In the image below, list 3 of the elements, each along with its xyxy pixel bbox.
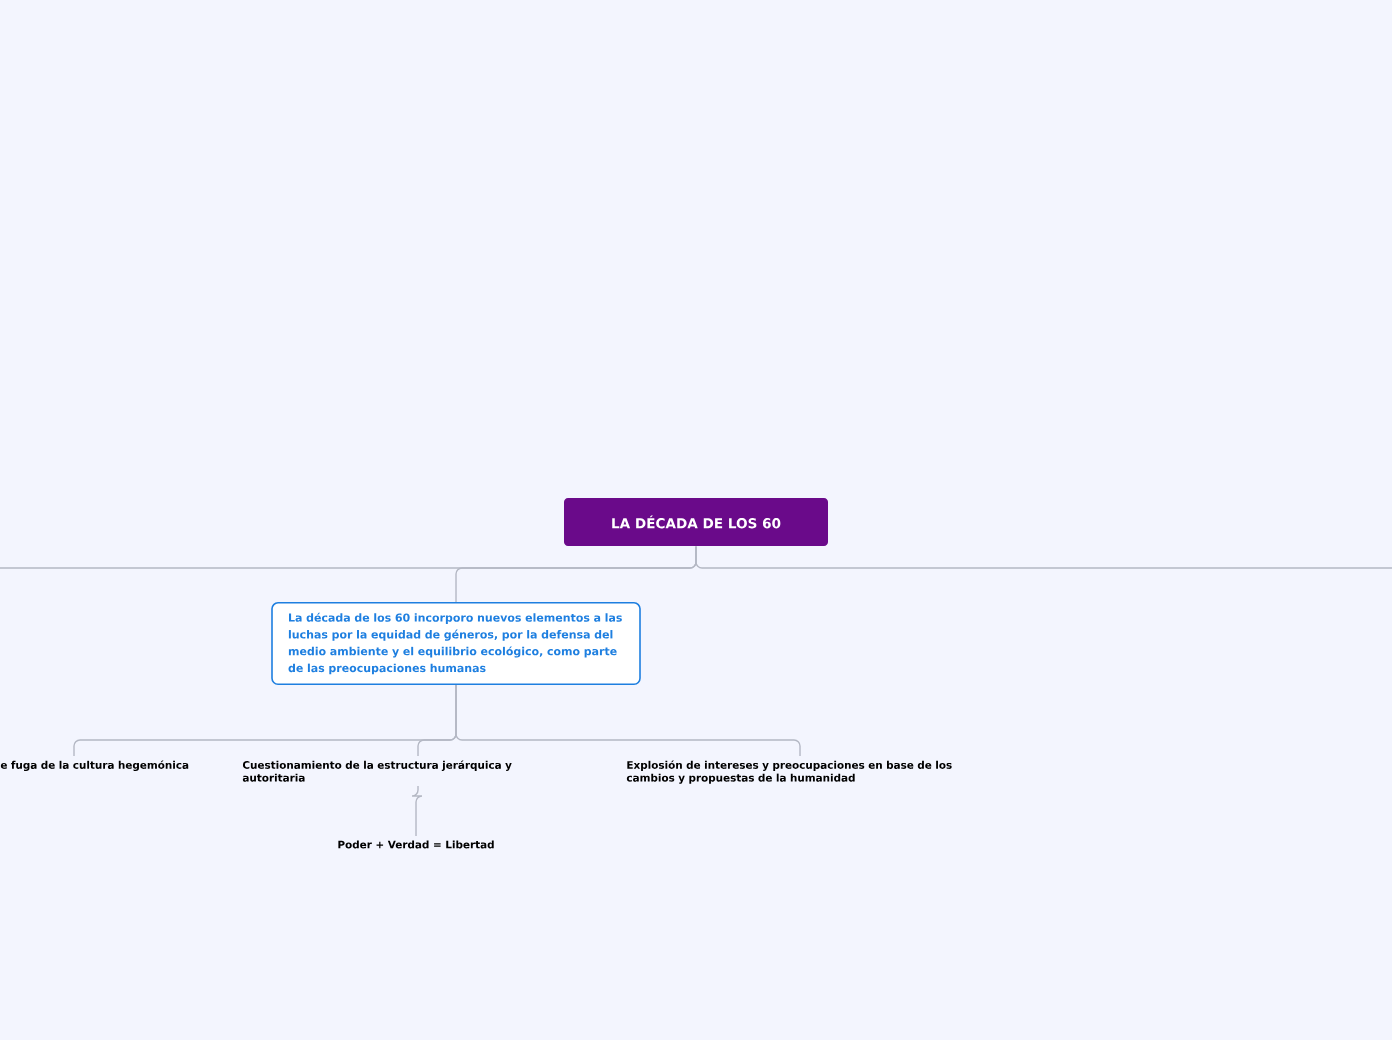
connector-line xyxy=(455,684,801,757)
connector-line xyxy=(411,785,423,837)
connector-line xyxy=(455,545,697,603)
